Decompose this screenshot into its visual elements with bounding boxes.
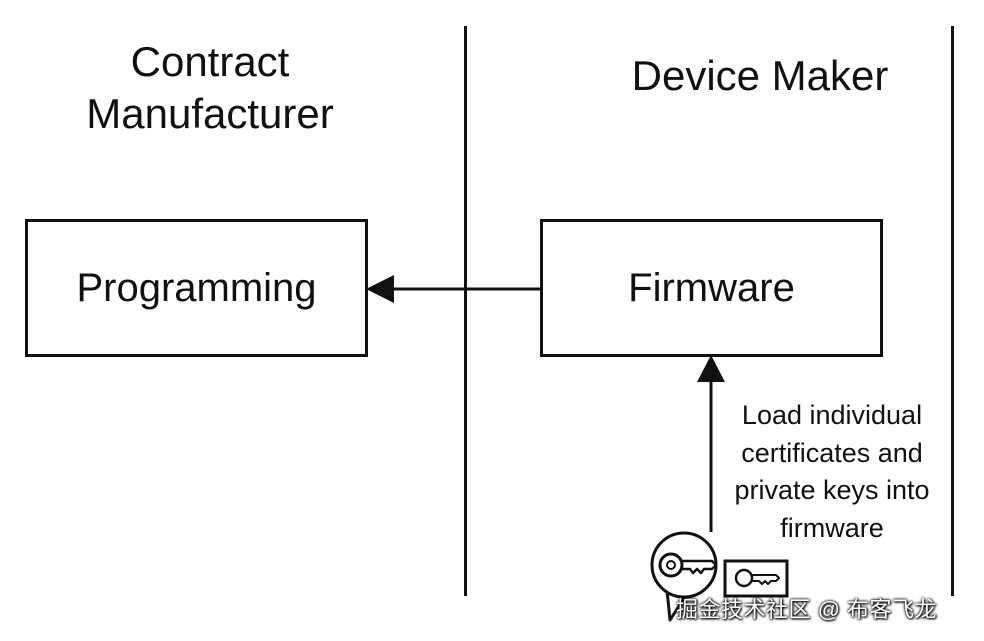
watermark: 掘金技术社区 @ 布客飞龙 <box>676 597 938 622</box>
lane-title-device-maker: Device Maker <box>631 52 889 99</box>
arrow-keys-to-firmware <box>697 355 725 532</box>
programming-label: Programming <box>76 265 317 310</box>
lane-divider-right <box>951 26 954 596</box>
lane-title-line-2: Manufacturer <box>86 90 334 137</box>
firmware-label: Firmware <box>628 265 795 310</box>
keys-annotation: Load individual certificates and private… <box>712 397 952 547</box>
key-certificate-icon <box>723 559 789 598</box>
lane-title-contract-manufacturer: Contract Manufacturer <box>40 36 380 140</box>
programming-box: Programming <box>25 219 368 357</box>
arrow-firmware-to-programming <box>366 275 540 303</box>
key-badge-icon <box>650 531 718 622</box>
lane-divider-middle <box>464 26 467 596</box>
lane-title-line-1: Contract <box>130 38 290 85</box>
firmware-box: Firmware <box>540 219 883 357</box>
annotation-line-3: private keys into <box>734 475 930 505</box>
annotation-line-2: certificates and <box>741 437 923 468</box>
annotation-line-4: firmware <box>780 512 884 543</box>
annotation-line-1: Load individual <box>741 400 923 430</box>
